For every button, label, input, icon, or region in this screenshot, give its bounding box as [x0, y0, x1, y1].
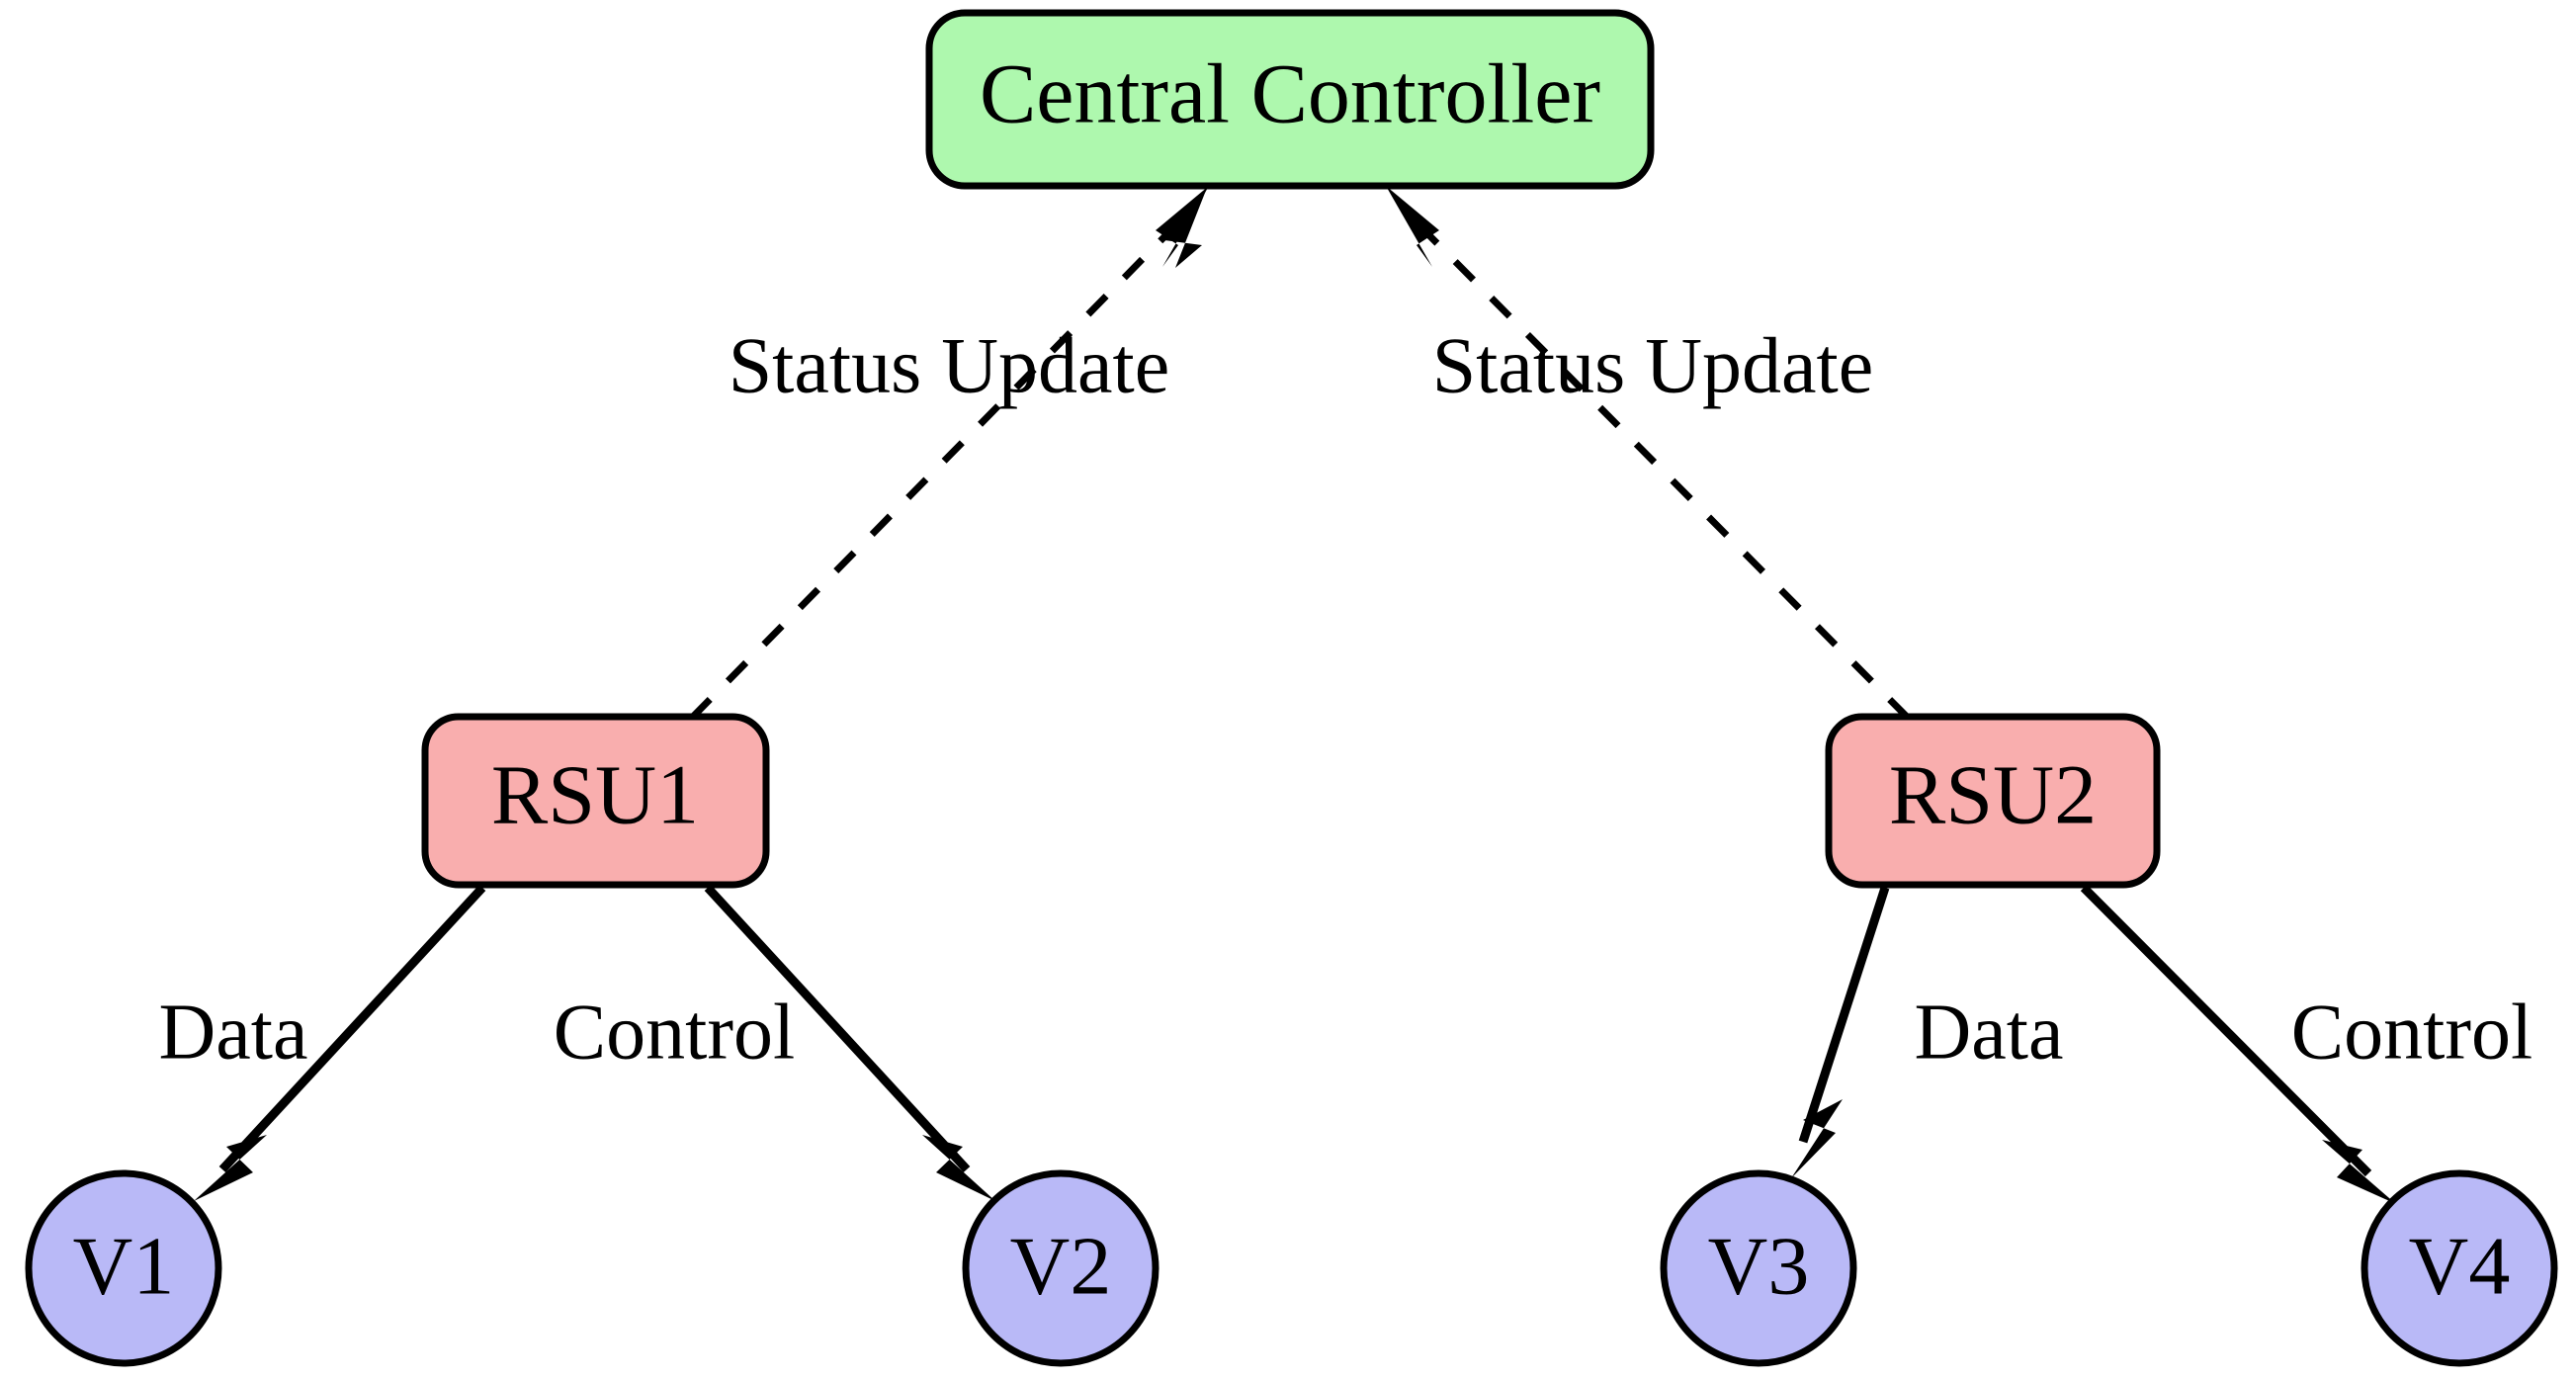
node-label-rsu1: RSU1 [491, 747, 699, 842]
node-shape-v1[interactable] [25, 1169, 222, 1367]
node-label-v3: V3 [1708, 1220, 1810, 1312]
edge-label-data-right: Data [1914, 989, 2063, 1076]
node-label-v2: V2 [1010, 1220, 1112, 1312]
arrow-head-fill-rsu1-controller [1156, 186, 1209, 267]
arrow-head-rsu2-controller [1386, 186, 1439, 267]
node-v1[interactable]: V1 [25, 1169, 222, 1367]
edge-line-rsu1-controller [689, 206, 1195, 721]
edge-line-rsu1-v1 [218, 884, 486, 1173]
node-v2[interactable]: V2 [962, 1169, 1159, 1367]
node-label-v1: V1 [73, 1220, 175, 1312]
edge-line-rsu1-v2 [704, 884, 971, 1173]
node-label-v4: V4 [2409, 1220, 2511, 1312]
node-shape-rsu2[interactable] [1825, 713, 2161, 889]
node-shape-central-controller[interactable] [925, 9, 1655, 190]
edge-line-rsu2-controller [1400, 206, 1911, 721]
arrow-head-rsu2-v4 [2322, 1140, 2396, 1204]
arrow-head-rsu1-v2 [922, 1135, 995, 1201]
edge-label-status-update-right: Status Update [1432, 322, 1874, 409]
node-shape-v3[interactable] [1660, 1169, 1857, 1367]
edge-rsu1-to-controller [689, 186, 1209, 721]
arrow-head-rsu1-controller [1164, 188, 1207, 268]
edge-rsu2-to-v4 [2080, 884, 2396, 1204]
node-shape-v4[interactable] [2361, 1169, 2558, 1367]
node-shape-v2[interactable] [962, 1169, 1159, 1367]
edge-label-status-update-left: Status Update [729, 322, 1170, 409]
node-label-rsu2: RSU2 [1889, 747, 2097, 842]
node-rsu2[interactable]: RSU2 [1825, 713, 2161, 889]
edge-line-rsu2-v4 [2080, 884, 2372, 1177]
node-shape-rsu1[interactable] [421, 713, 770, 889]
edge-label-data-left: Data [158, 989, 307, 1076]
node-rsu1[interactable]: RSU1 [421, 713, 770, 889]
node-label-central-controller: Central Controller [980, 46, 1600, 141]
edge-rsu2-to-v3 [1791, 886, 1890, 1178]
edge-label-control-left: Control [554, 989, 795, 1076]
arrow-head-rsu2-v3 [1791, 1099, 1843, 1178]
edge-rsu1-to-v2 [704, 884, 995, 1201]
edge-line-rsu2-v3 [1798, 886, 1890, 1144]
edge-label-control-right: Control [2291, 989, 2533, 1076]
node-v3[interactable]: V3 [1660, 1169, 1857, 1367]
edge-rsu2-to-controller [1386, 186, 1911, 721]
node-v4[interactable]: V4 [2361, 1169, 2558, 1367]
node-central-controller[interactable]: Central Controller [925, 9, 1655, 190]
edge-rsu1-to-v1 [194, 884, 486, 1201]
arrow-head-rsu1-v1 [194, 1135, 267, 1201]
